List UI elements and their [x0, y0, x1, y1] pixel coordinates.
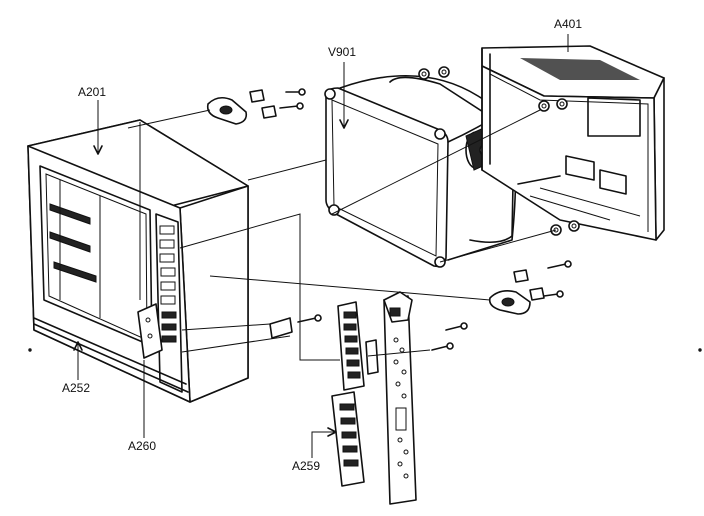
callout-a401: A401	[554, 17, 582, 52]
control-board-lower	[331, 391, 365, 487]
control-board-upper	[337, 301, 379, 391]
callout-a260: A260	[128, 360, 156, 453]
mounting-plate	[383, 291, 417, 505]
label-v901: V901	[328, 45, 356, 59]
callout-a201: A201	[78, 85, 106, 155]
back-cover	[481, 45, 665, 241]
hardware-parts	[206, 66, 580, 351]
assembly-lines	[127, 109, 557, 361]
label-a259: A259	[292, 459, 320, 473]
front-cabinet	[27, 119, 249, 403]
callout-a252: A252	[62, 341, 90, 395]
picture-tube	[324, 74, 517, 268]
label-a260: A260	[128, 439, 156, 453]
callout-a259: A259	[292, 427, 337, 473]
callout-v901: V901	[328, 45, 356, 129]
label-a252: A252	[62, 381, 90, 395]
control-buttons	[159, 225, 177, 343]
label-a201: A201	[78, 85, 106, 99]
label-a401: A401	[554, 17, 582, 31]
